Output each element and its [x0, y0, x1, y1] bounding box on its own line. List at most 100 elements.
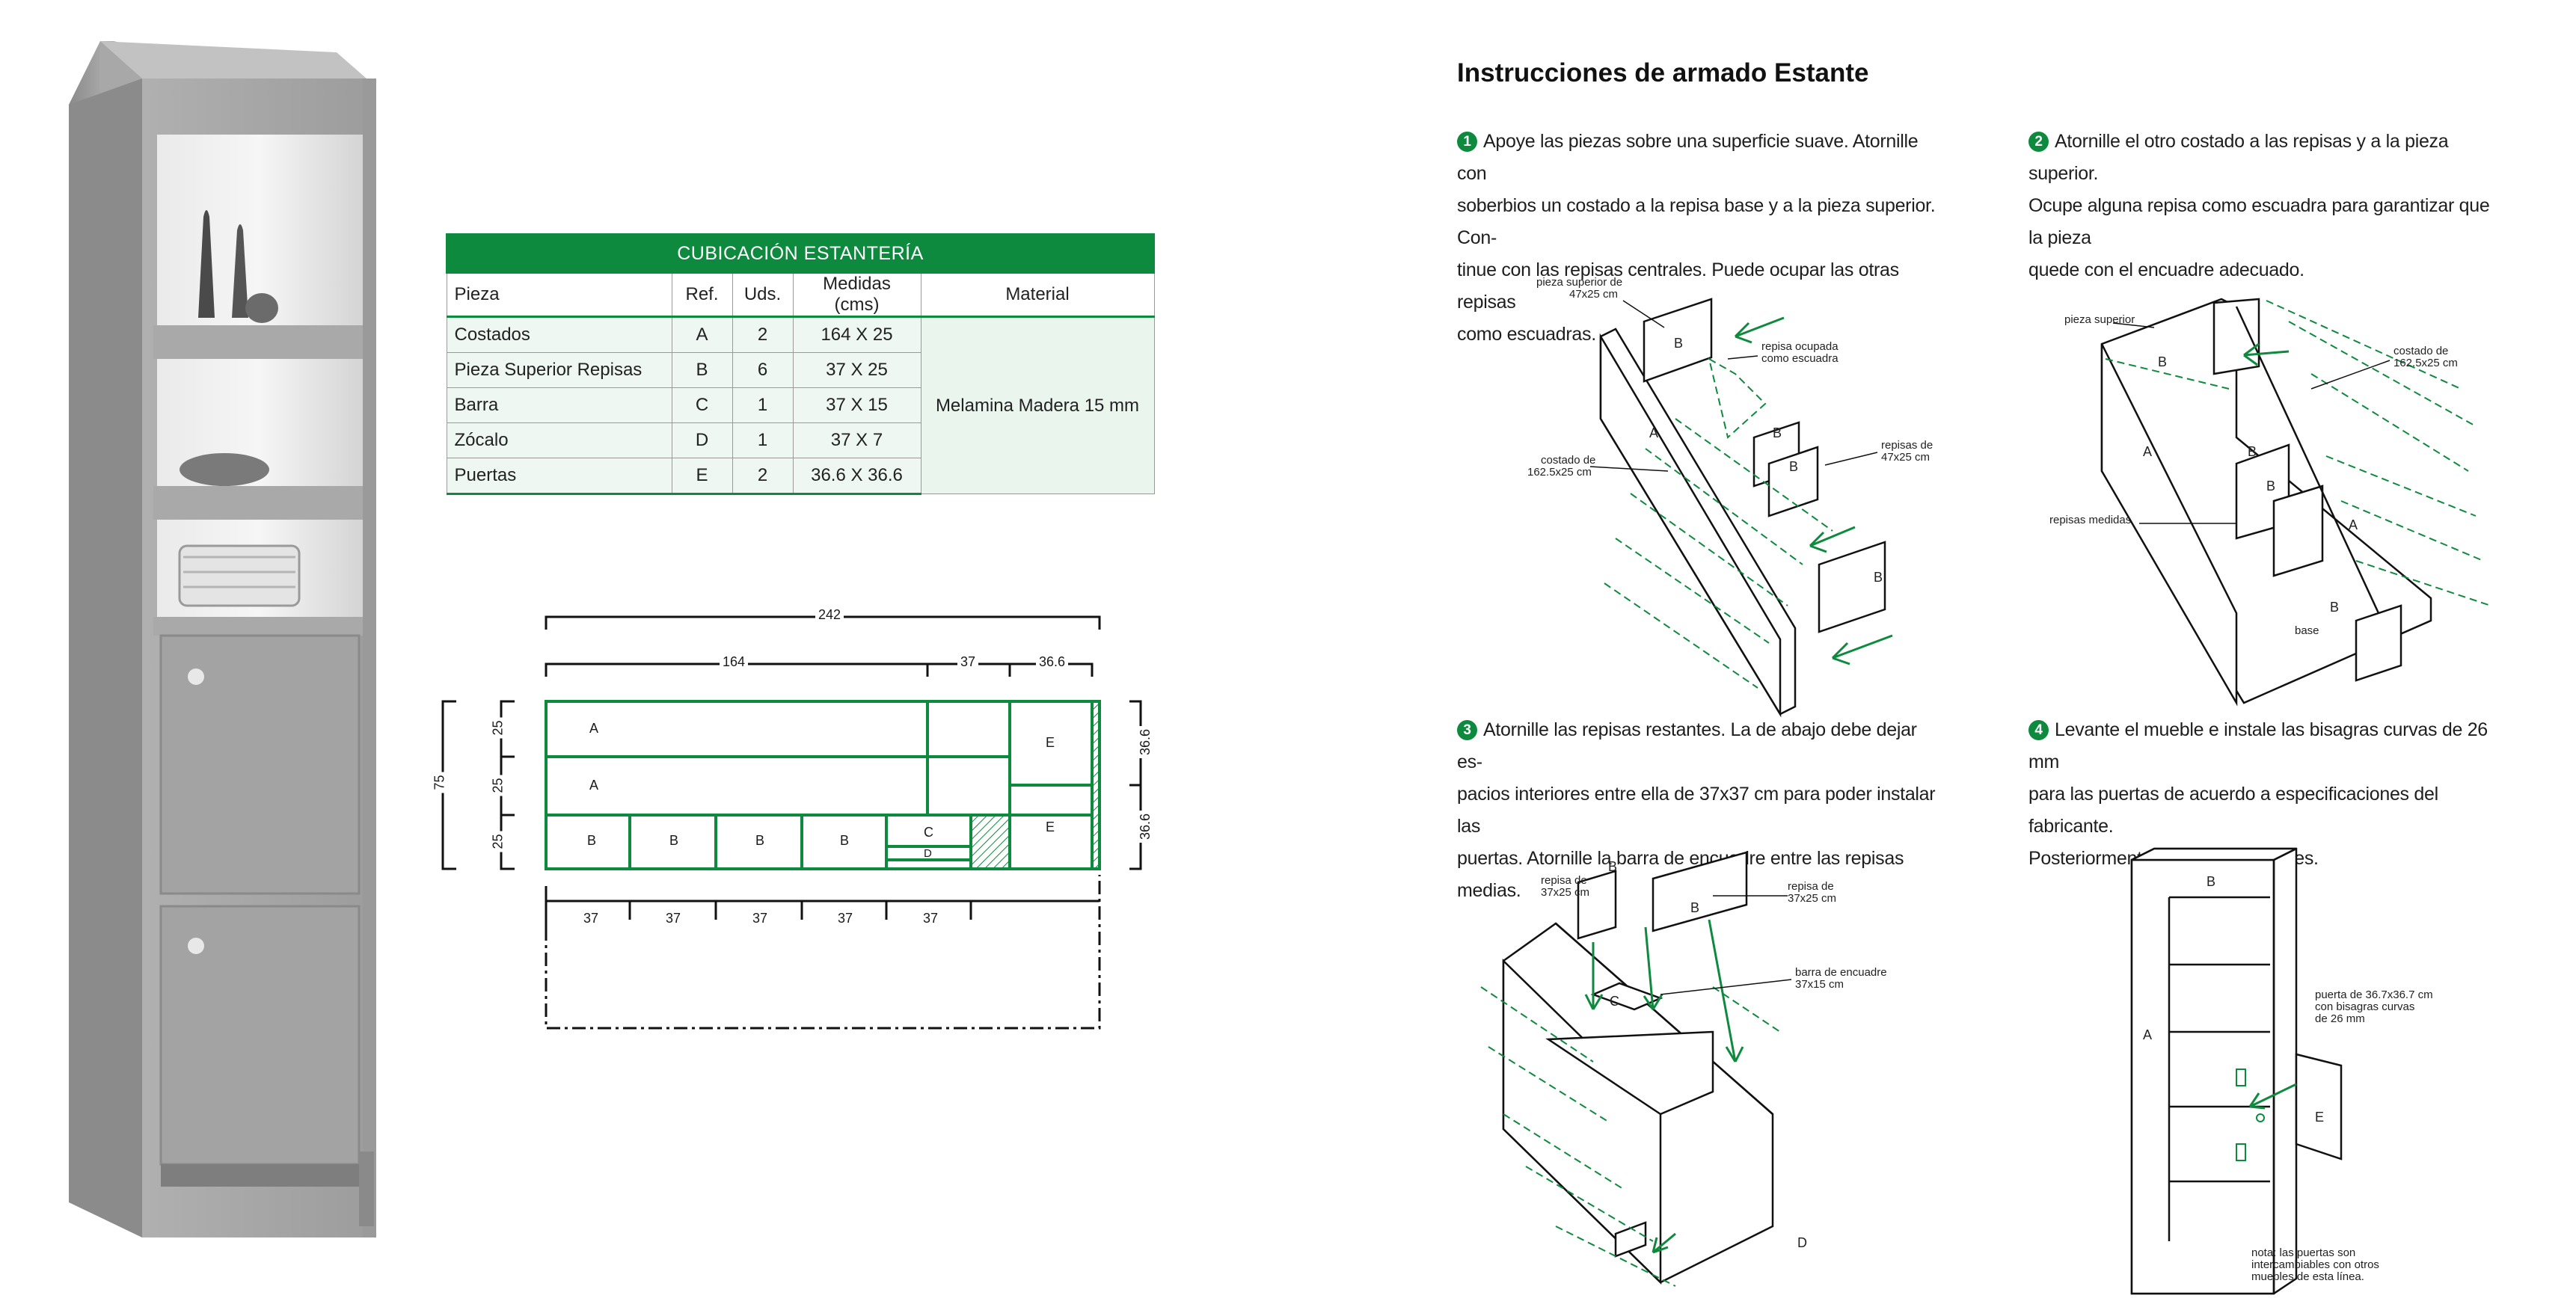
part-label-a: A: [1649, 425, 1658, 440]
cell-ref: A: [671, 316, 733, 353]
part-label-d: D: [1797, 1235, 1807, 1250]
label-repisa-2-size: 37x25 cm: [1788, 892, 1836, 905]
step-text: para las puertas de acuerdo a especifica…: [2028, 784, 2438, 837]
label-costado: costado de: [1541, 454, 1595, 467]
part-label-e: E: [2315, 1110, 2324, 1125]
label-repisa-1-size: 37x25 cm: [1541, 886, 1589, 899]
dim-left-total: 75: [432, 772, 448, 793]
step-text: Apoye las piezas sobre una superficie su…: [1457, 131, 1919, 184]
note-line-2: intercambiables con otros: [2251, 1258, 2379, 1271]
col-header-ref: Ref.: [671, 272, 733, 318]
piece-label-a: A: [589, 778, 599, 793]
step-text: pacios interiores entre ella de 37x37 cm…: [1457, 784, 1936, 837]
part-label-b: B: [1773, 425, 1782, 440]
part-label-a: A: [2143, 444, 2152, 459]
col-header-pieza: Pieza: [446, 272, 672, 318]
assembly-diagram-step-2: pieza superior costado de 162.5x25 cm re…: [2049, 298, 2491, 707]
step-text: tinue con las repisas centrales. Puede o…: [1457, 259, 1899, 313]
label-pieza-superior: pieza superior de: [1536, 276, 1622, 289]
cell-ref: D: [671, 422, 733, 458]
step-text: Ocupe alguna repisa como escuadra para g…: [2028, 195, 2490, 248]
note-line-3: muebles de esta línea.: [2251, 1270, 2364, 1283]
step-text: como escuadras.: [1457, 324, 1596, 345]
part-label-b: B: [2207, 874, 2215, 889]
part-label-a: A: [2349, 517, 2358, 532]
part-label-a: A: [2143, 1027, 2152, 1042]
cell-uds: 2: [732, 316, 794, 353]
piece-label-b: B: [669, 833, 679, 848]
label-costado-size: 162.5x25 cm: [1527, 466, 1592, 479]
table-title: CUBICACIÓN ESTANTERÍA: [446, 233, 1155, 274]
dim-top-164: 164: [720, 654, 749, 670]
col-header-material: Material: [920, 272, 1155, 318]
furniture-photo: [69, 41, 376, 1237]
cell-ref: E: [671, 458, 733, 495]
part-label-c: C: [1610, 994, 1619, 1009]
label-puerta-mm: de 26 mm: [2315, 1012, 2365, 1025]
cell-medidas: 37 X 15: [792, 387, 921, 423]
label-pieza-superior: pieza superior: [2064, 313, 2135, 326]
dim-bottom-37: 37: [663, 911, 684, 926]
waste-hatch: [971, 815, 1010, 869]
piece-label-c: C: [924, 825, 933, 840]
cell-pieza: Puertas: [446, 458, 672, 495]
piece-label-b: B: [755, 833, 765, 848]
cell-uds: 1: [732, 422, 794, 458]
cell-medidas: 164 X 25: [792, 316, 921, 353]
part-label-b: B: [1874, 570, 1883, 585]
col-header-uds: Uds.: [732, 272, 794, 318]
label-costado-size: 162.5x25 cm: [2393, 357, 2458, 369]
label-repisa-2: repisa de: [1788, 880, 1834, 893]
cell-uds: 2: [732, 458, 794, 495]
label-repisas-size: 47x25 cm: [1881, 451, 1930, 464]
cell-ref: B: [671, 352, 733, 388]
step-text: puertas. Atornille la barra de encuadre …: [1457, 848, 1904, 901]
label-repisas: repisas de: [1881, 439, 1933, 452]
cell-pieza: Barra: [446, 387, 672, 423]
piece-label-e: E: [1046, 735, 1055, 750]
cell-pieza: Pieza Superior Repisas: [446, 352, 672, 388]
cell-pieza: Zócalo: [446, 422, 672, 458]
step-number-badge: 3: [1457, 720, 1477, 740]
cell-pieza: Costados: [446, 316, 672, 353]
label-repisa-ocupada: repisa ocupada: [1761, 340, 1839, 353]
piece-label-e: E: [1046, 820, 1055, 834]
part-label-b: B: [2158, 354, 2167, 369]
piece-label-d: D: [924, 847, 932, 860]
dim-left-25c: 25: [490, 831, 506, 852]
cutting-diagram-labels: 242 164 37 36.6 75 25 25 25 36.6 36.6 37…: [432, 598, 1182, 1062]
step-text: quede con el encuadre adecuado.: [2028, 259, 2304, 280]
label-base: base: [2295, 624, 2319, 637]
piece-label-a: A: [589, 721, 599, 736]
label-repisa-1: repisa de: [1541, 874, 1587, 887]
table-row: Pieza Superior Repisas B 6 37 X 25: [446, 352, 1154, 388]
table-row: Costados A 2 164 X 25 Melamina Madera 15…: [446, 316, 1155, 494]
dim-left-25a: 25: [490, 717, 506, 739]
dim-total-top: 242: [815, 607, 844, 623]
cell-medidas: 36.6 X 36.6: [792, 458, 921, 495]
label-repisa-ocupada-2: como escuadra: [1761, 352, 1839, 365]
part-label-b: B: [1674, 336, 1683, 351]
note-line-1: nota: las puertas son: [2251, 1246, 2355, 1259]
label-barra-size: 37x15 cm: [1795, 978, 1844, 991]
label-repisas-medidas: repisas medidas: [2049, 514, 2131, 526]
dim-right-366b: 36.6: [1138, 810, 1154, 843]
dim-bottom-37: 37: [580, 911, 602, 926]
piece-label-b: B: [587, 833, 597, 848]
step-text: Atornille las repisas restantes. La de a…: [1457, 719, 1917, 772]
dim-bottom-37: 37: [920, 911, 942, 926]
assembly-diagram-step-3: repisa de 37x25 cm repisa de 37x25 cm ba…: [1480, 851, 1887, 1287]
step-number-badge: 4: [2028, 720, 2049, 740]
cell-uds: 1: [732, 387, 794, 423]
table-row: Zócalo D 1 37 X 7: [446, 422, 1154, 458]
part-label-b: B: [2248, 444, 2257, 459]
assembly-diagram-step-1: pieza superior de 47x25 cm repisa ocupad…: [1527, 276, 1933, 718]
dim-top-37: 37: [957, 654, 979, 670]
table-row: Barra C 1 37 X 15: [446, 387, 1154, 423]
part-label-b: B: [1789, 459, 1798, 474]
part-label-b: B: [2330, 600, 2339, 615]
assembly-diagram-step-4: puerta de 36.7x36.7 cm con bisagras curv…: [2130, 847, 2433, 1295]
